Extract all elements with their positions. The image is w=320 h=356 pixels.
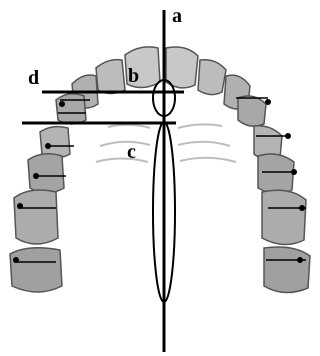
tooth-premolar-1-right bbox=[238, 96, 266, 126]
label-c: c bbox=[127, 141, 136, 163]
palatal-rugae bbox=[96, 124, 236, 162]
tooth-molar-2-right bbox=[262, 190, 306, 244]
tooth-molar-2-left bbox=[14, 190, 58, 244]
tooth-molar-1-right bbox=[258, 154, 294, 194]
tooth-lateral-incisor-right bbox=[198, 60, 226, 95]
anterior-teeth bbox=[72, 47, 250, 109]
tooth-lateral-incisor-left bbox=[96, 60, 125, 94]
tooth-molar-1-left bbox=[28, 154, 64, 193]
label-d: d bbox=[28, 67, 39, 89]
tooth-premolar-1-left bbox=[56, 94, 86, 124]
tooth-molar-3-right bbox=[264, 247, 310, 293]
tooth-molar-3-left bbox=[10, 248, 62, 292]
label-b: b bbox=[128, 65, 139, 87]
label-a: a bbox=[172, 5, 182, 27]
tooth-central-incisor-right bbox=[166, 47, 198, 88]
